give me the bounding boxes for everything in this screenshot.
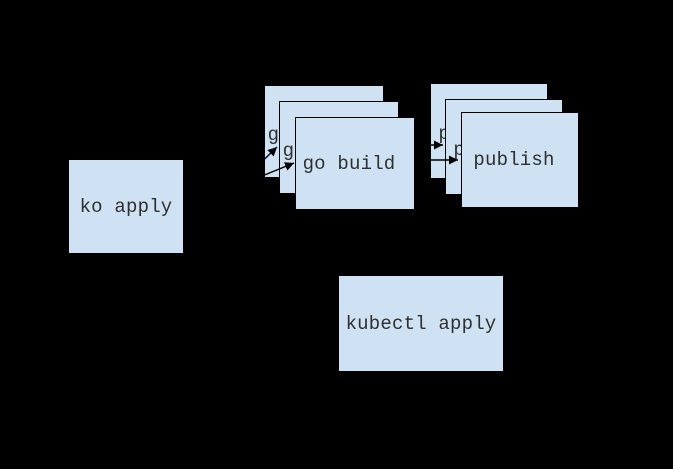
node-ko-apply: ko apply — [68, 159, 184, 254]
node-label-publish-front: publish — [473, 149, 555, 171]
node-publish-front: publish — [461, 112, 579, 208]
node-label-ko-apply: ko apply — [79, 195, 173, 218]
node-label-kubectl-apply: kubectl apply — [345, 312, 497, 335]
node-label-go-build-front: go build — [302, 152, 396, 175]
node-go-build-front: go build — [295, 117, 415, 210]
node-kubectl-apply: kubectl apply — [338, 275, 504, 372]
